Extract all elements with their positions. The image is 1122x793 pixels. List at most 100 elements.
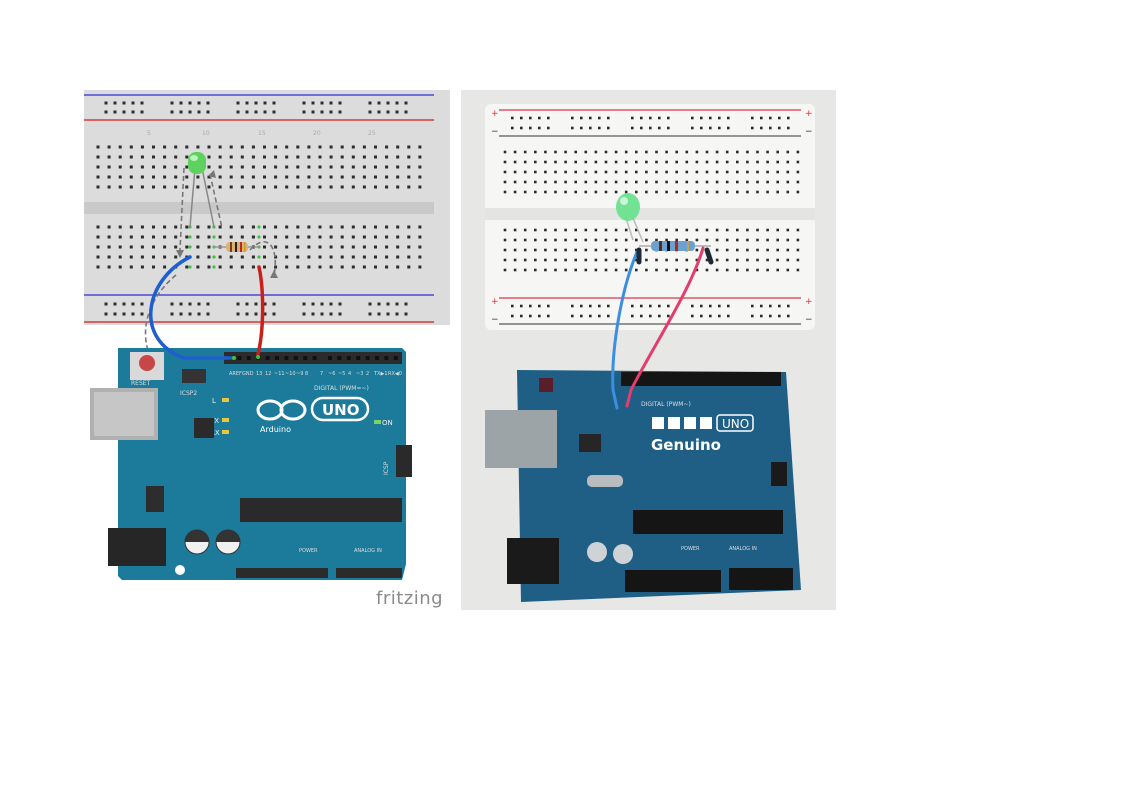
hole [718, 304, 721, 308]
hole [351, 165, 355, 169]
hole [107, 245, 111, 249]
photo-holes [503, 116, 800, 318]
hole [685, 258, 689, 262]
hole [756, 180, 759, 184]
hole [604, 150, 608, 154]
hole [263, 101, 267, 105]
hole [760, 304, 763, 308]
photo-digital-header [621, 372, 781, 386]
hole [776, 228, 779, 232]
hole [174, 155, 178, 159]
hole [263, 175, 266, 179]
hole [624, 160, 628, 164]
photo-wire-end [704, 247, 714, 265]
hole [197, 302, 201, 306]
plus-sign: + [491, 109, 499, 119]
plus-sign: + [805, 297, 813, 307]
hole [571, 314, 574, 318]
hole [574, 248, 577, 252]
hole [544, 258, 547, 262]
hole [700, 304, 703, 308]
hole [329, 145, 333, 149]
hole [635, 268, 638, 272]
terminal-holes [96, 145, 422, 269]
hole [640, 304, 643, 308]
hole [174, 225, 178, 229]
hole [302, 110, 306, 114]
hole [529, 116, 532, 120]
hole [207, 255, 211, 259]
hole [285, 185, 289, 189]
pin6-label: ~6 [328, 371, 335, 377]
hole [188, 302, 192, 306]
hole [107, 185, 111, 189]
hole [523, 170, 527, 174]
hole [624, 238, 628, 242]
power-label: POWER [299, 548, 318, 554]
hole [786, 180, 790, 184]
hole [787, 116, 790, 120]
hole [140, 302, 144, 306]
hole [667, 116, 670, 120]
hole [675, 180, 678, 184]
photo-uno-frame [716, 414, 754, 432]
hole [594, 238, 598, 242]
hole [715, 160, 719, 164]
hole [236, 110, 240, 114]
on-led [374, 420, 381, 424]
hole [312, 356, 317, 360]
hole [96, 175, 100, 179]
hole [584, 248, 588, 252]
hole [769, 116, 772, 120]
hole [285, 235, 289, 239]
hole [218, 165, 222, 169]
hole [329, 175, 333, 179]
hole [736, 180, 739, 184]
hole [665, 190, 668, 194]
hole [318, 245, 322, 249]
hole [318, 155, 322, 159]
hole [709, 314, 712, 318]
wire-blue-gnd [149, 255, 236, 360]
hole [263, 302, 267, 306]
hole [296, 235, 300, 239]
hole [362, 235, 366, 239]
capacitor-top [216, 530, 240, 542]
col-num-15: 15 [258, 130, 266, 137]
hole [520, 314, 523, 318]
fritzing-svg: 5 10 15 20 25 [84, 90, 450, 580]
hole [368, 312, 372, 316]
hole [584, 238, 588, 242]
hole [340, 225, 344, 229]
uno-logo-text: UNO [322, 401, 360, 419]
hole [655, 160, 658, 164]
logo-minus-icon [700, 417, 712, 429]
hole [756, 268, 759, 272]
breadboard: 5 10 15 20 25 [84, 90, 450, 325]
hole [594, 190, 598, 194]
power-header [236, 568, 328, 578]
hole [302, 302, 306, 306]
hole [649, 116, 652, 120]
hole [554, 248, 557, 252]
hole [118, 155, 122, 159]
hole [796, 238, 800, 242]
flow-path [249, 241, 276, 276]
hole [655, 170, 658, 174]
usb-chip [194, 418, 214, 438]
hole [756, 170, 759, 174]
hole [786, 248, 790, 252]
hole [571, 126, 574, 130]
hole [796, 160, 800, 164]
hole [667, 314, 670, 318]
hole [118, 185, 122, 189]
hole [571, 304, 574, 308]
hole [96, 185, 100, 189]
hole [675, 150, 678, 154]
hole [715, 150, 719, 154]
hole [534, 228, 537, 232]
hole [513, 258, 517, 262]
hole [307, 165, 311, 169]
hole [393, 356, 398, 360]
hole [129, 155, 133, 159]
